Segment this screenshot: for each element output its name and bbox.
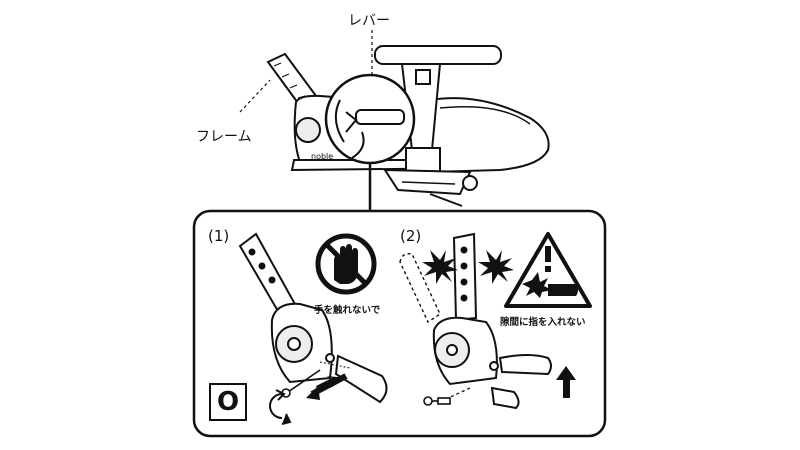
lever-label: レバー	[348, 13, 390, 29]
frame-label: フレーム	[196, 129, 252, 145]
frame-pointer-line	[239, 79, 271, 113]
step1-label: (1)	[208, 227, 230, 245]
zero-mark-box: O	[209, 383, 247, 421]
brand-label: noble	[311, 152, 333, 161]
impact-burst-icon	[422, 250, 514, 284]
step2-screw-icon	[423, 396, 451, 406]
rotate-counterclockwise-icon	[269, 389, 292, 425]
ghost-frame-outline	[399, 252, 441, 324]
step2-label: (2)	[400, 227, 422, 245]
no-touch-hand-icon	[315, 233, 377, 295]
up-arrow-icon	[556, 366, 576, 398]
no-touch-caption: 手を触れないで	[314, 305, 381, 316]
no-fingers-caption: 隙間に指を入れない	[500, 317, 586, 328]
step2-mechanism	[432, 232, 552, 410]
step1-mechanism	[238, 232, 388, 404]
zero-mark-label: O	[216, 387, 240, 417]
lever-callout	[324, 73, 416, 165]
pinch-warning-icon	[504, 232, 592, 308]
chair-illustration	[266, 45, 550, 207]
